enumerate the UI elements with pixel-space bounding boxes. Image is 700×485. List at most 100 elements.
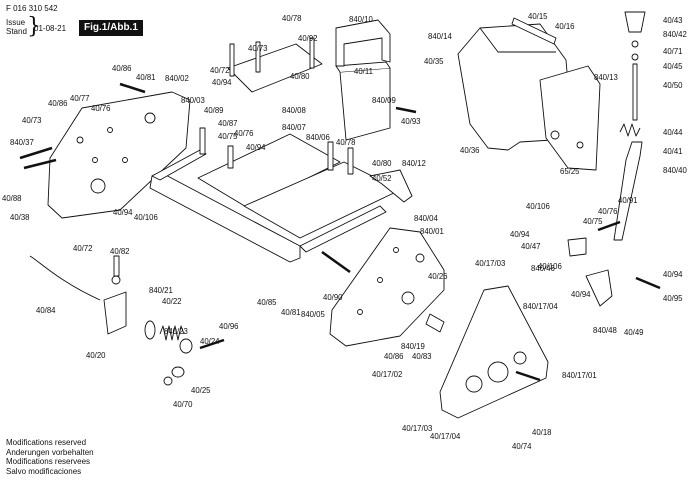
callout-label: 40/17/02 xyxy=(372,370,402,379)
callout-label: 40/73 xyxy=(22,116,42,125)
shift-rod xyxy=(632,63,638,121)
callout-label: 40/94 xyxy=(571,290,591,299)
callout-label: 40/90 xyxy=(323,293,343,302)
callout-label: 40/88 xyxy=(2,194,22,203)
callout-label: 40/49 xyxy=(624,328,644,337)
callout-label: 40/86 xyxy=(112,64,132,73)
callout-label: 840/09 xyxy=(372,96,396,105)
frame-rail-side xyxy=(299,205,387,253)
callout-label: 840/03 xyxy=(181,96,205,105)
callout-label: 840/46 xyxy=(531,264,555,273)
knob xyxy=(624,11,646,33)
callout-label: 40/18 xyxy=(532,428,552,437)
callout-label: 40/83 xyxy=(412,352,432,361)
callout-label: 40/25 xyxy=(191,386,211,395)
callout-label: 840/37 xyxy=(10,138,34,147)
callout-label: 40/47 xyxy=(521,242,541,251)
callout-label: 40/26 xyxy=(428,272,448,281)
issue-label: Issue xyxy=(6,18,26,27)
lever xyxy=(369,169,413,203)
footer-note: Anderungen vorbehalten xyxy=(6,447,94,457)
callout-label: 40/24 xyxy=(200,337,220,346)
callout-label: 840/19 xyxy=(401,342,425,351)
callout-label: 40/73 xyxy=(248,44,268,53)
callout-label: 40/94 xyxy=(663,270,683,279)
callout-label: 40/81 xyxy=(136,73,156,82)
callout-label: 840/04 xyxy=(414,214,439,223)
callout-label: 40/74 xyxy=(512,442,532,451)
right-side-plate xyxy=(329,227,445,347)
callout-label: 40/94 xyxy=(212,78,232,87)
callout-label: 40/91 xyxy=(618,196,638,205)
callout-label: 40/94 xyxy=(113,208,133,217)
callout-label: 40/52 xyxy=(372,174,392,183)
callout-label: 40/11 xyxy=(354,67,373,76)
callout-label: 40/94 xyxy=(510,230,530,239)
footer-note: Modifications reserved xyxy=(6,438,87,447)
callout-label: 840/01 xyxy=(420,227,444,236)
callout-label: 840/10 xyxy=(349,15,374,24)
callout-label: 40/89 xyxy=(204,106,224,115)
callout-label: 40/92 xyxy=(298,34,318,43)
callout-label: 40/106 xyxy=(134,213,158,222)
callout-label: 40/20 xyxy=(86,351,106,360)
callout-label: 40/17/03 xyxy=(402,424,432,433)
callout-label: 40/93 xyxy=(401,117,421,126)
callout-label: 40/70 xyxy=(173,400,193,409)
callout-label: 40/82 xyxy=(110,247,130,256)
callout-label: 40/17/04 xyxy=(430,432,461,441)
callout-label: 840/06 xyxy=(306,133,330,142)
callout-label: 40/72 xyxy=(73,244,93,253)
callout-label: 840/48 xyxy=(593,326,617,335)
callout-label: 40/15 xyxy=(528,12,548,21)
top-plate xyxy=(227,43,323,93)
cable-bracket xyxy=(103,291,127,335)
callout-label: 40/96 xyxy=(219,322,239,331)
spring xyxy=(159,325,185,341)
hanging-plate xyxy=(339,67,391,141)
callout-label: 840/13 xyxy=(594,73,618,82)
callout-label: 840/05 xyxy=(301,310,326,319)
callout-label: 40/78 xyxy=(336,138,356,147)
callout-label: 840/07 xyxy=(282,123,306,132)
stand-label: Stand xyxy=(6,27,27,36)
callout-label: 40/45 xyxy=(663,62,683,71)
footer-note: Salvo modificaciones xyxy=(6,466,82,476)
cable xyxy=(29,255,101,301)
callout-label: 840/40 xyxy=(663,166,688,175)
callout-label: 40/85 xyxy=(257,298,277,307)
callout-label: 40/43 xyxy=(663,16,683,25)
callout-label: 40/38 xyxy=(10,213,30,222)
callout-label: 40/80 xyxy=(290,72,310,81)
bracket xyxy=(335,19,391,67)
left-side-plate xyxy=(47,91,191,219)
callout-label: 840/08 xyxy=(282,106,306,115)
callout-label: 40/77 xyxy=(70,94,90,103)
callout-label: 840/17/04 xyxy=(523,302,558,311)
callout-label: 40/22 xyxy=(162,297,182,306)
callout-label: 40/41 xyxy=(663,147,683,156)
callout-label: 40/75 xyxy=(583,217,603,226)
footer-note: Modifications reservees xyxy=(6,457,91,466)
callout-label: 40/72 xyxy=(210,66,230,75)
issue-date: 01-08-21 xyxy=(34,24,67,33)
brace-glyph: } xyxy=(27,14,41,39)
callout-labels: 40/78 40/92 40/73 40/72 40/94 40/80 840/08 840/… xyxy=(2,12,688,451)
callout-label: 40/71 xyxy=(663,47,683,56)
figure-title: Fig.1/Abb.1 xyxy=(79,20,143,36)
callout-label: 40/81 xyxy=(281,308,301,317)
callout-label: 40/78 xyxy=(282,14,302,23)
callout-label: 40/35 xyxy=(424,57,444,66)
callout-label: 40/44 xyxy=(663,128,683,137)
callout-label: 840/02 xyxy=(165,74,189,83)
callout-label: 65/25 xyxy=(560,167,580,176)
callout-label: 40/84 xyxy=(36,306,56,315)
callout-label: 40/80 xyxy=(372,159,392,168)
callout-label: 40/87 xyxy=(218,119,238,128)
callout-label: 840/12 xyxy=(402,159,426,168)
mounting-plate-upper xyxy=(197,133,341,209)
callout-label: 40/106 xyxy=(538,262,562,271)
